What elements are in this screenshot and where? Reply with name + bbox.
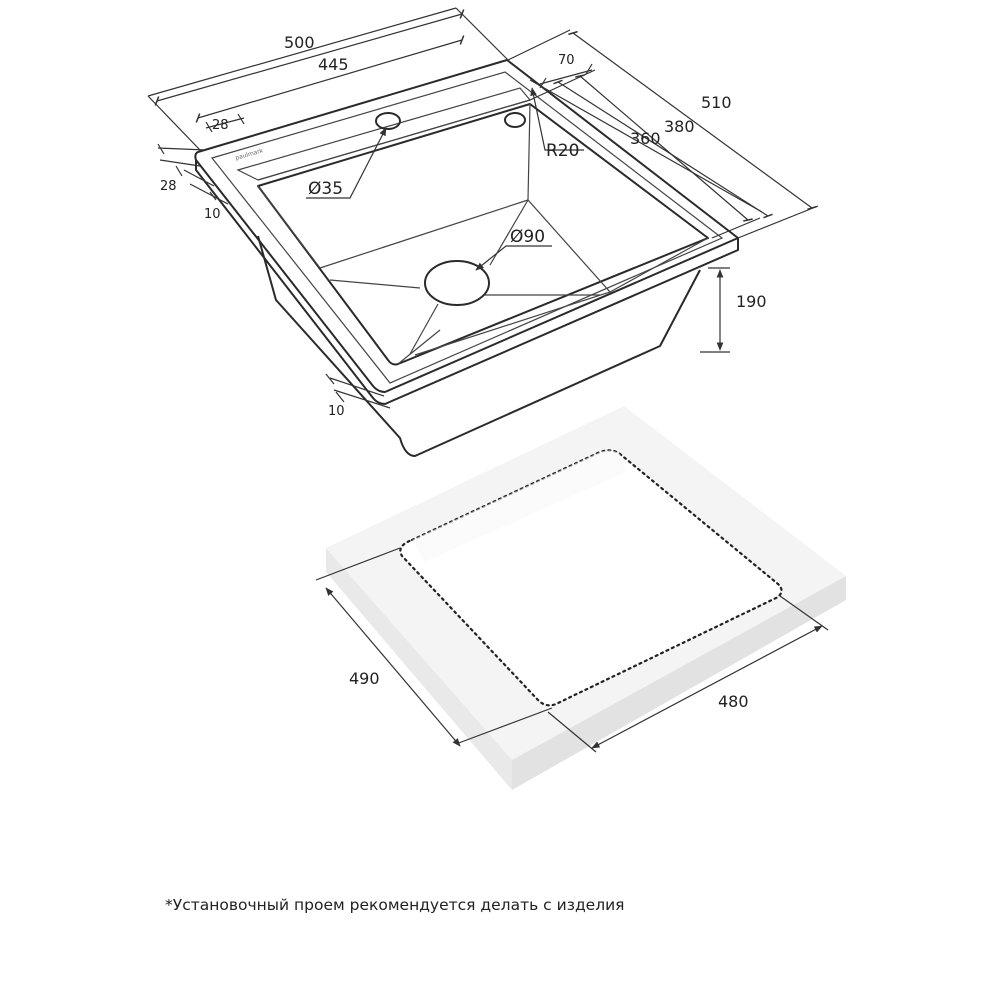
cutout-dimension-lines — [315, 547, 829, 753]
dim-rim-10-bottom: 10 — [328, 404, 345, 419]
bowl-floor — [319, 199, 612, 356]
bowl-back-corner — [527, 103, 531, 201]
dim-corner-radius: R20 — [546, 141, 579, 161]
sink-body: paulmark — [194, 59, 739, 457]
dim-drain: Ø90 — [510, 227, 545, 247]
bowl-right-corner — [609, 237, 709, 293]
dim-tap-hole: Ø35 — [308, 179, 343, 199]
dim-depth-380: 380 — [664, 117, 695, 136]
dim-cutout-depth: 490 — [349, 669, 380, 688]
bowl-front-corner — [397, 329, 441, 365]
dim-bowl-width: 445 — [318, 55, 349, 74]
sink-underside — [257, 235, 701, 457]
dim-overall-width: 500 — [284, 33, 315, 52]
dim-overall-depth: 510 — [701, 93, 732, 112]
sink-rim-edge — [195, 160, 739, 405]
sink-dimension-lines — [147, 7, 819, 409]
dim-cutout-width: 480 — [718, 692, 749, 711]
dim-rim-28-side: 28 — [160, 179, 177, 194]
bowl-back-corner-left — [257, 185, 321, 269]
sink-back-ledge — [236, 87, 532, 181]
dim-bowl-height: 190 — [736, 292, 767, 311]
dim-rim-28-top: 28 — [212, 118, 229, 133]
countertop — [326, 406, 846, 790]
bowl-opening — [257, 103, 709, 366]
dim-depth-360: 360 — [630, 129, 661, 148]
dim-offset-70: 70 — [558, 53, 575, 68]
footnote: *Установочный проем рекомендуется делать… — [165, 896, 625, 914]
brand-label: paulmark — [235, 147, 265, 162]
cutout-dimension-labels: 490 480 — [349, 669, 749, 711]
sink-rim-outer — [194, 59, 739, 393]
overflow-hole-icon — [504, 112, 526, 128]
drain-icon — [424, 260, 490, 306]
dim-rim-10-side: 10 — [204, 207, 221, 222]
sink-dimension-labels: 500 445 28 28 10 70 510 380 360 R20 Ø35 … — [160, 33, 767, 419]
